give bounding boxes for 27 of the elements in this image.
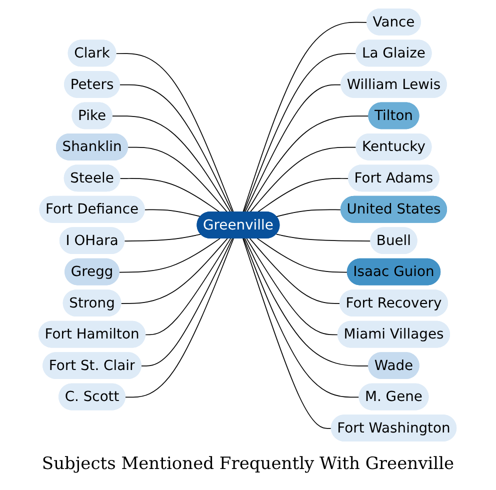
connector [244, 238, 360, 398]
connector [120, 84, 234, 213]
connector [124, 234, 202, 242]
connector [244, 84, 342, 213]
connector [250, 238, 342, 304]
connector [244, 53, 358, 213]
connector [276, 209, 342, 218]
connector [257, 178, 350, 213]
connector [146, 238, 232, 336]
connector [116, 53, 234, 213]
connector [112, 116, 232, 213]
connector [276, 234, 372, 242]
connector [244, 238, 370, 366]
connector [121, 238, 228, 304]
connector [120, 178, 221, 213]
connector [242, 238, 333, 429]
connector [141, 238, 234, 366]
connector [128, 146, 228, 213]
connector [120, 238, 221, 273]
connector [246, 116, 370, 213]
connector [144, 209, 202, 218]
connector [246, 238, 340, 336]
connector [257, 238, 349, 273]
diagram-title: Subjects Mentioned Frequently With Greenville [40, 454, 456, 474]
connector [242, 22, 368, 213]
connector [126, 238, 234, 398]
connector [250, 146, 358, 213]
